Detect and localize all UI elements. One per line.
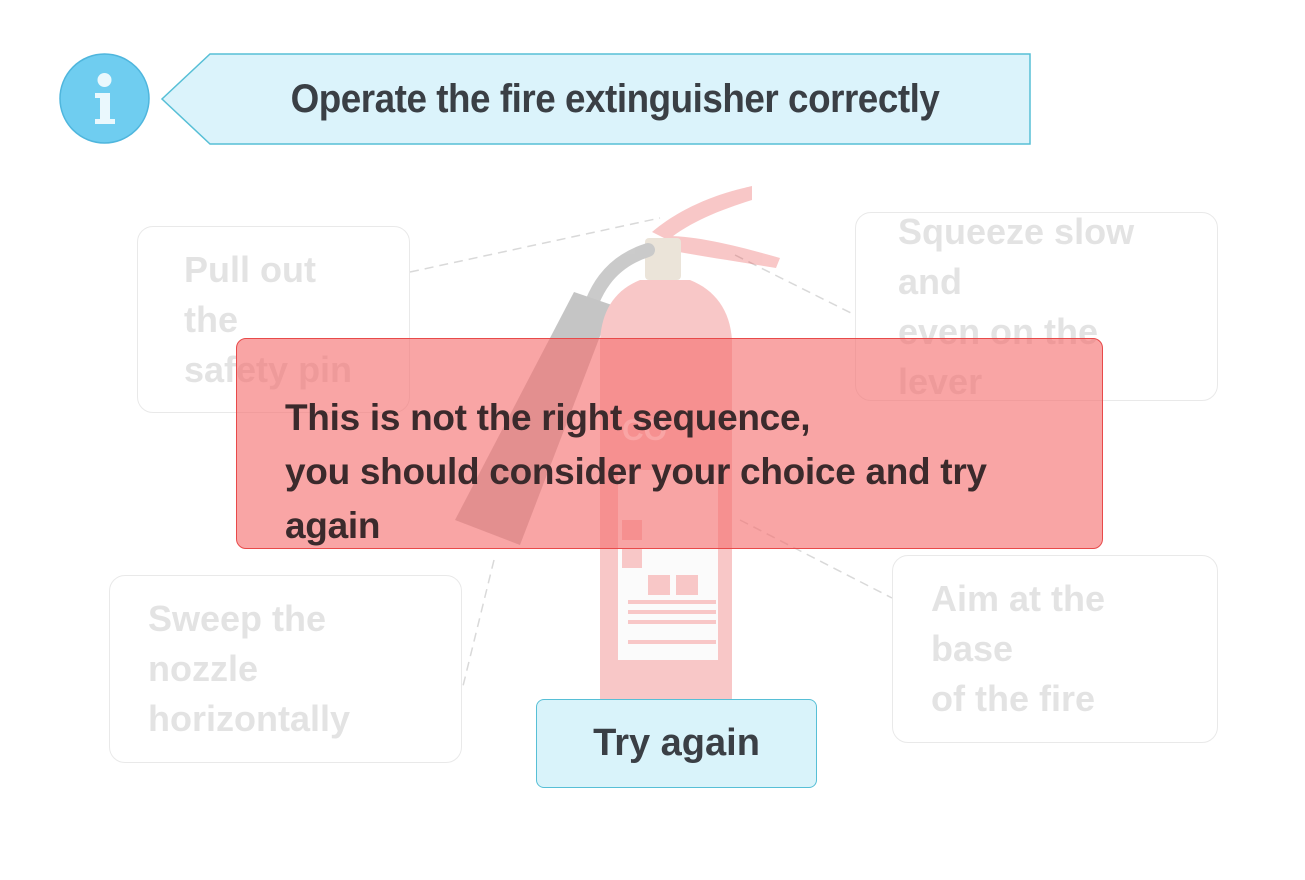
- alert-message-line-1: This is not the right sequence,: [285, 397, 811, 438]
- title-banner: [160, 53, 1031, 145]
- step-card-sweep-nozzle[interactable]: Sweep the nozzle horizontally: [109, 575, 462, 763]
- page-title: Operate the fire extinguisher correctly: [290, 76, 940, 121]
- info-icon: [59, 53, 150, 144]
- try-again-button[interactable]: Try again: [536, 699, 817, 788]
- alert-message-line-2: you should consider your choice and try …: [285, 451, 987, 546]
- step-card-aim-base[interactable]: Aim at the base of the fire: [892, 555, 1218, 743]
- error-alert: This is not the right sequence, you shou…: [236, 338, 1103, 549]
